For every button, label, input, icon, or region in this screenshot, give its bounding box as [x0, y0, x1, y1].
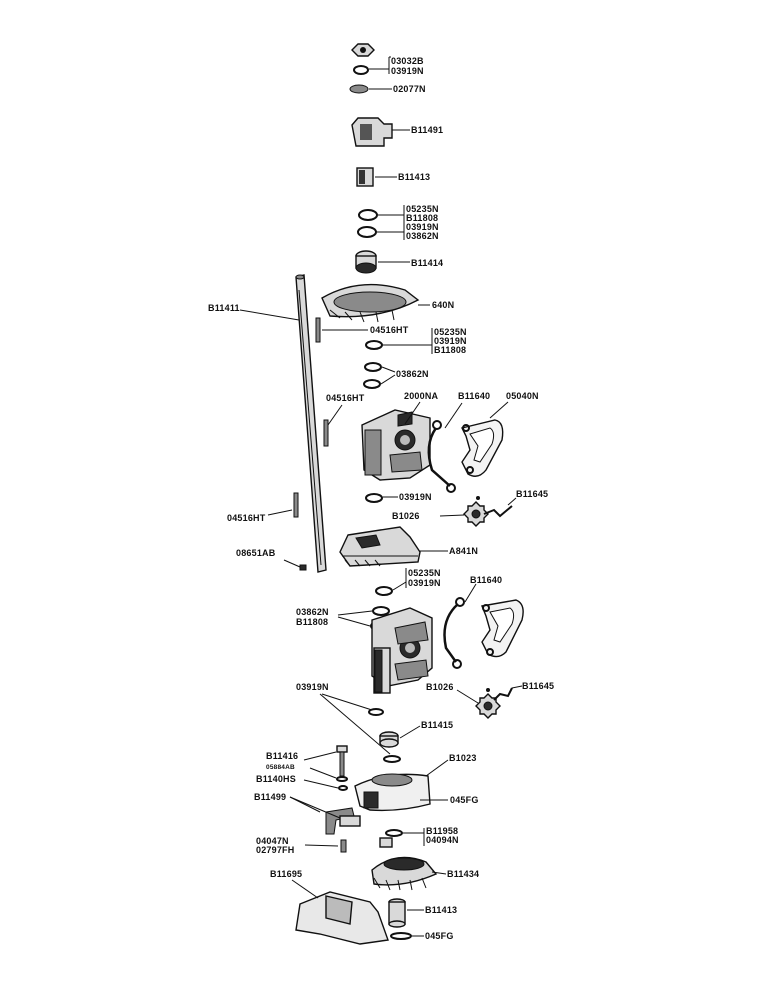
label-04516ht-c: 04516HT [227, 513, 266, 523]
guard-plate-part [295, 891, 389, 945]
label-b11415: B11415 [421, 720, 453, 730]
label-05235n-b: 05235N [434, 327, 467, 337]
ring-part [363, 379, 381, 389]
wire-clip-part [443, 597, 465, 669]
wire-clip-part [427, 420, 456, 493]
ring-part [385, 829, 403, 837]
bushing-part [388, 898, 406, 928]
label-03919n-c: 03919N [434, 336, 467, 346]
label-04516ht-a: 04516HT [370, 325, 409, 335]
label-02077n: 02077N [393, 84, 426, 94]
star-knob-part [463, 501, 489, 527]
hex-nut-part [351, 43, 375, 57]
label-a841n: A841N [449, 546, 478, 556]
label-b11413-a: B11413 [398, 172, 430, 182]
label-03919n-d: 03919N [399, 492, 432, 502]
label-03032b: 03032B [391, 56, 424, 66]
label-b1023: B1023 [449, 753, 477, 763]
ring-part [365, 493, 383, 503]
ring-part [383, 755, 401, 763]
label-b11958: B11958 [426, 826, 458, 836]
label-04047n: 04047N [256, 836, 289, 846]
label-640n: 640N [432, 300, 454, 310]
washer-part [353, 65, 369, 75]
label-08651ab: 08651AB [236, 548, 276, 558]
label-b11640-b: B11640 [470, 575, 502, 585]
bolt-part [336, 745, 348, 777]
housing-cover-part [339, 526, 421, 567]
latch-arm-part [486, 687, 513, 701]
gear-case-part [354, 773, 431, 812]
label-b11645-b: B11645 [522, 681, 554, 691]
label-03862n-c: 03862N [296, 607, 329, 617]
mounting-plate-part [481, 599, 524, 658]
ring-part [336, 776, 348, 782]
gearbox-housing-upper-part [361, 409, 431, 481]
label-b11499: B11499 [254, 792, 286, 802]
ring-part [364, 362, 382, 372]
ring-part [338, 785, 348, 791]
label-b11414: B11414 [411, 258, 443, 268]
label-03919n-e: 03919N [408, 578, 441, 588]
label-045fg-a: 045FG [450, 795, 479, 805]
label-03862n-a: 03862N [406, 231, 439, 241]
label-03862n-b: 03862N [396, 369, 429, 379]
pin-part [340, 839, 347, 853]
ring-part [365, 340, 383, 350]
pin-part [299, 564, 307, 571]
label-b11491: B11491 [411, 125, 443, 135]
bevel-gear-part [371, 856, 438, 891]
ring-part [368, 708, 384, 716]
bushing-part [356, 167, 374, 187]
label-b11434: B11434 [447, 869, 479, 879]
ring-part [375, 586, 393, 596]
bushing-part [379, 837, 393, 848]
bracket-block-part [351, 117, 393, 147]
label-b11808-c: B11808 [296, 617, 328, 627]
label-b11411: B11411 [208, 303, 240, 313]
label-03919n-b: 03919N [406, 222, 439, 232]
mounting-plate-part [460, 419, 504, 477]
ring-part [372, 606, 390, 616]
label-045fg-b: 045FG [425, 931, 454, 941]
label-b11645-a: B11645 [516, 489, 548, 499]
ring-part [390, 932, 412, 940]
label-b1026-b: B1026 [426, 682, 454, 692]
label-04516ht-b: 04516HT [326, 393, 365, 403]
label-05235n-c: 05235N [408, 568, 441, 578]
label-b11416: B11416 [266, 751, 298, 761]
label-03919n-f: 03919N [296, 682, 329, 692]
vertical-shaft-part [295, 274, 327, 573]
ring-part [358, 209, 378, 221]
label-04094n: 04094N [426, 835, 459, 845]
ring-part [357, 226, 377, 238]
bushing-part [379, 731, 399, 748]
label-05040n: 05040N [506, 391, 539, 401]
label-b11695: B11695 [270, 869, 302, 879]
gearbox-housing-lower-part [371, 607, 433, 694]
label-02797fh: 02797FH [256, 845, 294, 855]
shaft-key-part [293, 492, 299, 518]
label-2000na: 2000NA [404, 391, 439, 401]
latch-arm-part [476, 496, 513, 518]
label-03919n-a: 03919N [391, 66, 424, 76]
label-b11640-a: B11640 [458, 391, 490, 401]
label-05235n-a: 05235N [406, 204, 439, 214]
label-b11413-b: B11413 [425, 905, 457, 915]
shaft-key-part [323, 419, 329, 447]
bearing-cup-part [355, 250, 377, 274]
label-05884ab: 05884AB [266, 764, 295, 771]
label-b11808-b: B11808 [434, 345, 466, 355]
flat-washer-part [349, 84, 369, 94]
label-b1140hs: B1140HS [256, 774, 296, 784]
shaft-key-part [315, 317, 321, 343]
bevel-gear-part [321, 283, 420, 323]
label-b11808-a: B11808 [406, 213, 438, 223]
lever-part [325, 807, 361, 835]
label-b1026-a: B1026 [392, 511, 420, 521]
